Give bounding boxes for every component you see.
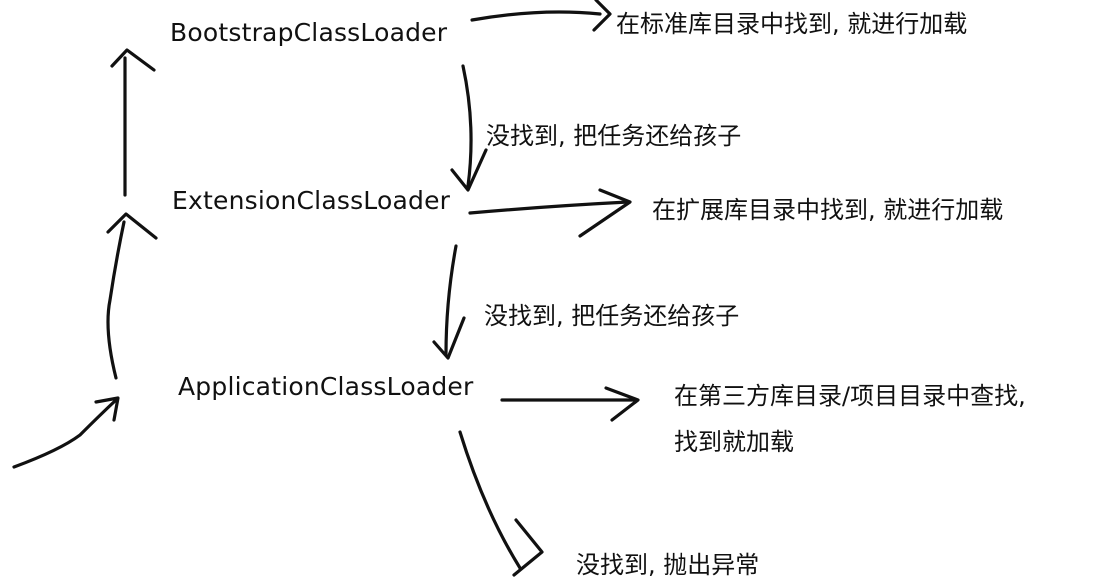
arrow-bootstrap-found <box>470 10 602 22</box>
down-arrowhead-app <box>432 316 466 360</box>
bootstrap-class-loader-label: BootstrapClassLoader <box>170 18 448 47</box>
down-arrow-boot-to-ext <box>461 64 473 188</box>
application-found-note: 在第三方库目录/项目目录中查找, 找到就加载 <box>674 382 1026 456</box>
up-arrowhead-ext <box>106 212 158 240</box>
not-found-note-2: 没找到, 把任务还给孩子 <box>484 302 740 330</box>
arrowhead-application-found <box>604 386 640 422</box>
arrow-extension-found <box>468 200 630 215</box>
down-arrowhead-throw <box>512 518 544 577</box>
extension-class-loader-label: ExtensionClassLoader <box>172 186 451 215</box>
not-found-note-1: 没找到, 把任务还给孩子 <box>486 122 742 150</box>
up-arrowhead-boot <box>110 48 156 72</box>
throw-exception-note: 没找到, 抛出异常 <box>576 551 760 579</box>
up-arrow-app-to-ext <box>106 220 126 380</box>
extension-found-note: 在扩展库目录中找到, 就进行加载 <box>652 196 1004 224</box>
application-class-loader-label: ApplicationClassLoader <box>178 372 474 401</box>
bootstrap-found-note: 在标准库目录中找到, 就进行加载 <box>616 10 968 38</box>
down-arrow-ext-to-app <box>444 244 458 356</box>
arrowhead-extension-found <box>578 188 632 238</box>
down-arrowhead-ext <box>450 148 488 192</box>
arrowhead-bootstrap-found <box>592 0 612 32</box>
down-arrow-app-to-throw <box>458 430 522 570</box>
entry-arrow-stroke <box>12 398 118 469</box>
entry-arrowhead <box>94 396 120 422</box>
